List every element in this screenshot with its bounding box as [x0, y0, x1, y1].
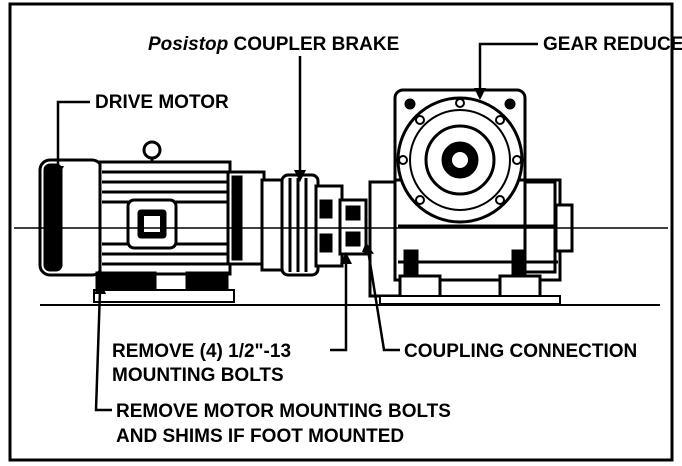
- drive-motor-label: DRIVE MOTOR: [95, 92, 229, 113]
- coupler-brake: [260, 173, 368, 277]
- coupler-brake-label: Posistop COUPLER BRAKE: [148, 34, 399, 55]
- coupler-brake-brand: Posistop: [148, 34, 228, 55]
- diagram-border: [8, 2, 674, 462]
- remove-bolts-label-line2: MOUNTING BOLTS: [112, 365, 284, 386]
- leader-lines: [56, 42, 538, 412]
- remove-bolts-label-line1: REMOVE (4) 1/2"-13: [112, 341, 291, 362]
- coupling-connection-label: COUPLING CONNECTION: [404, 341, 637, 362]
- gear-reducer-label: GEAR REDUCER: [543, 34, 682, 55]
- remove-motor-label-line1: REMOVE MOTOR MOUNTING BOLTS: [116, 401, 451, 422]
- gear-reducer: [368, 88, 574, 305]
- drive-motor: [38, 140, 266, 303]
- arrowheads: [52, 88, 486, 294]
- remove-motor-label-line2: AND SHIMS IF FOOT MOUNTED: [116, 426, 404, 447]
- coupler-brake-text: COUPLER BRAKE: [228, 34, 399, 55]
- machine-illustration: [14, 88, 668, 306]
